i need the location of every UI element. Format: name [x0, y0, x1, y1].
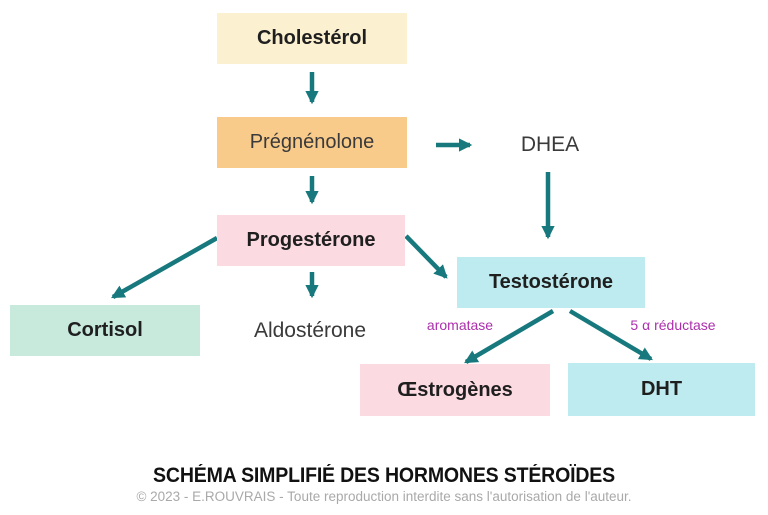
enzyme-label-5a-reductase: 5 α réductase: [630, 317, 716, 333]
enzyme-label-aromatase: aromatase: [426, 317, 494, 333]
copyright-notice: © 2023 - E.ROUVRAIS - Toute reproduction…: [136, 489, 632, 504]
node-progesterone: Progestérone: [217, 215, 405, 266]
node-dht: DHT: [568, 363, 755, 416]
node-testosterone: Testostérone: [457, 257, 645, 308]
diagram-title: SCHÉMA SIMPLIFIÉ DES HORMONES STÉROÏDES: [153, 464, 615, 487]
arrow-progesterone-to-cortisol: [111, 236, 219, 299]
node-pregnenolone: Prégnénolone: [217, 117, 407, 168]
arrow-progesterone-to-testosterone: [404, 234, 448, 279]
node-oestrogenes: Œstrogènes: [360, 364, 550, 416]
node-cholesterol: Cholestérol: [217, 13, 407, 64]
node-dhea: DHEA: [520, 133, 580, 156]
node-cortisol: Cortisol: [10, 305, 200, 356]
node-aldosterone: Aldostérone: [253, 319, 367, 342]
